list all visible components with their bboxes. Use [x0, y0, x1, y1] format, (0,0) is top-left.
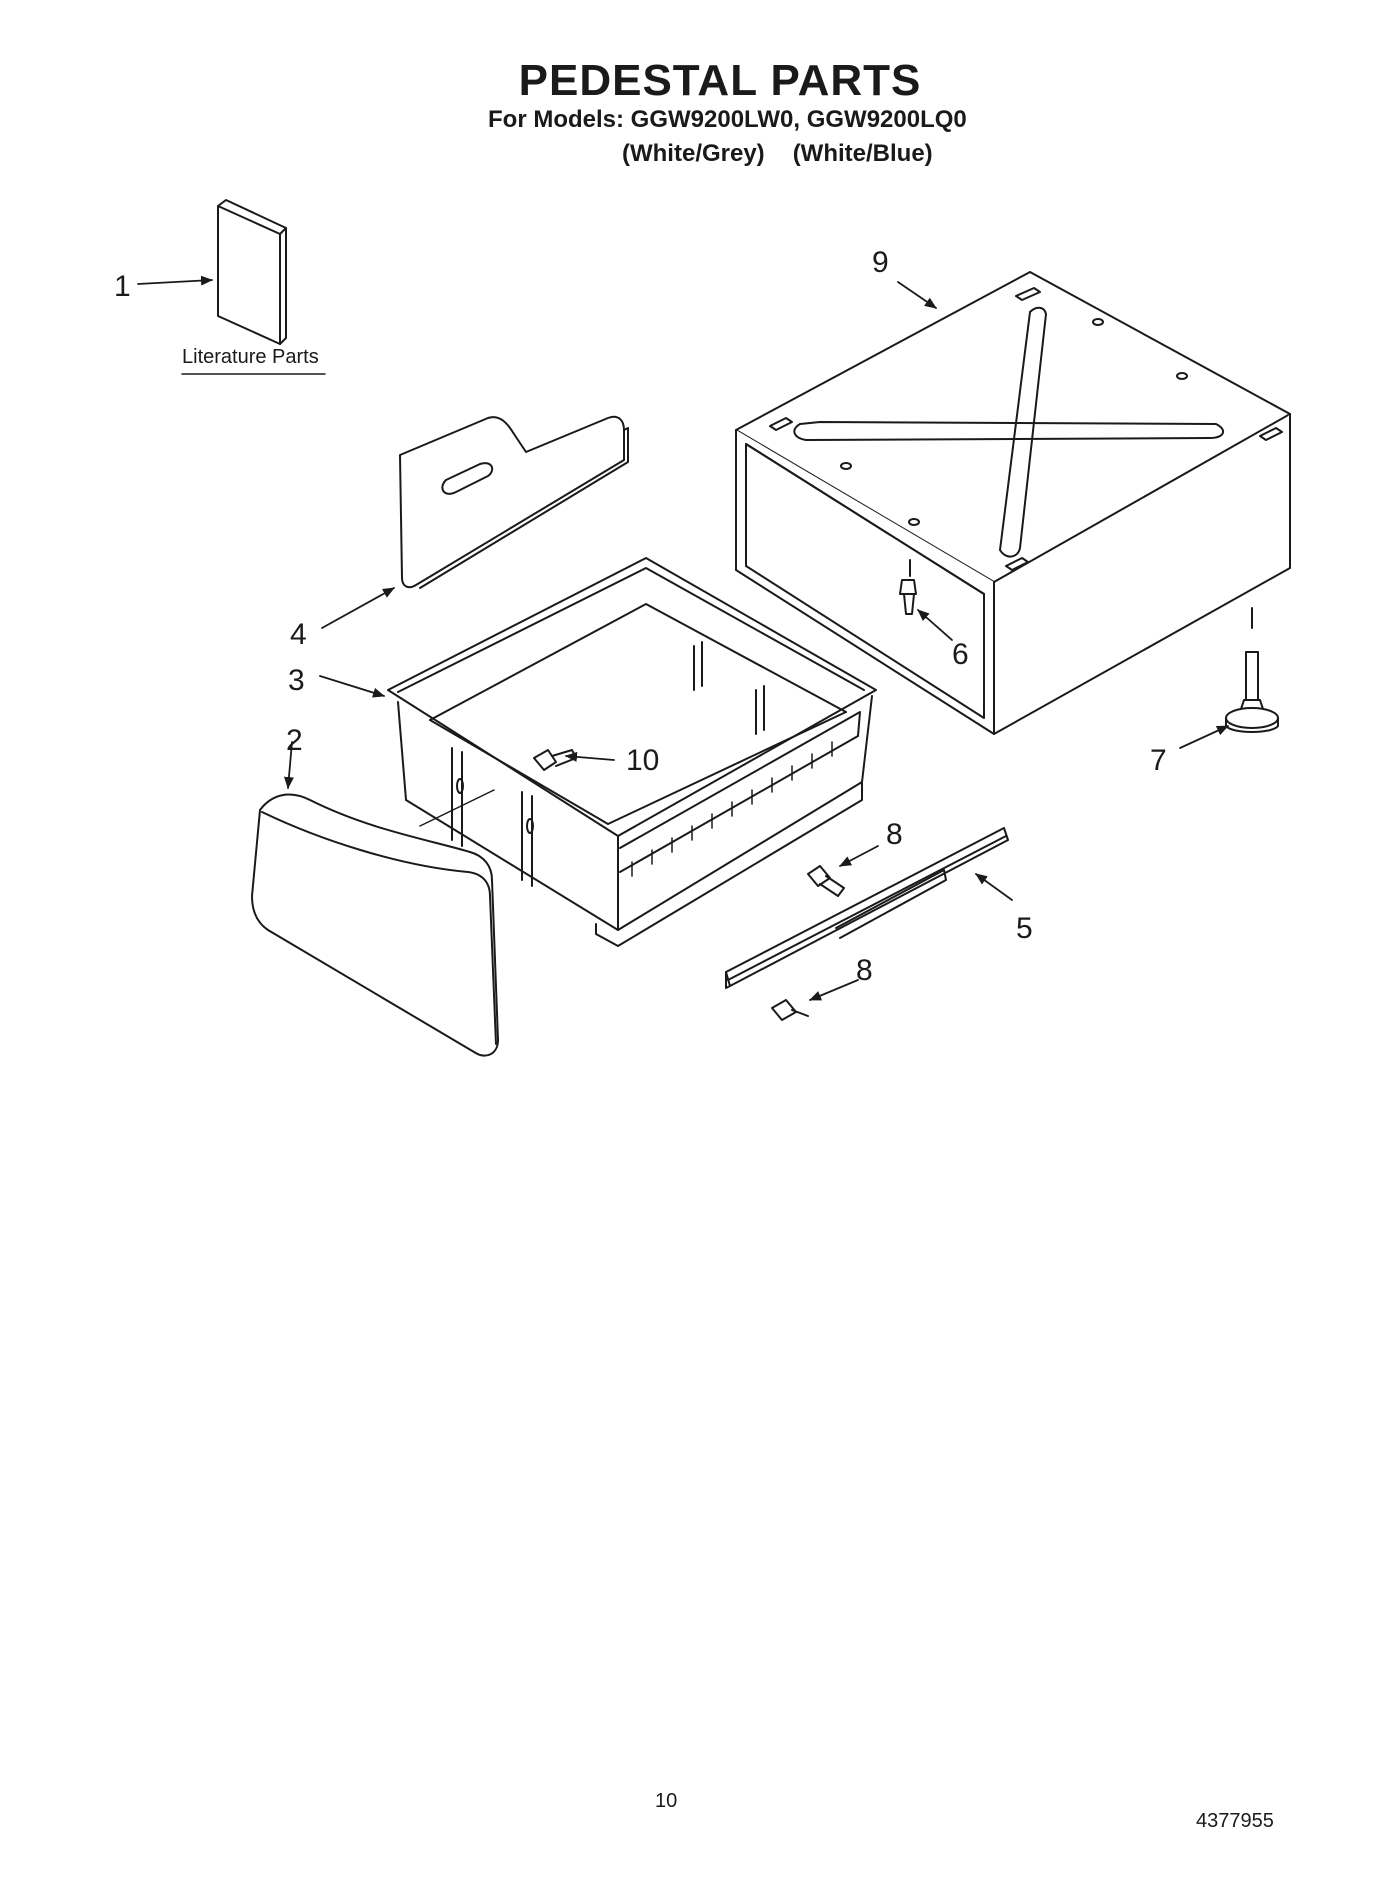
- color-variant-1: (White/Grey): [622, 140, 765, 167]
- callout-5: 5: [1016, 912, 1033, 945]
- callout-3: 3: [288, 664, 305, 697]
- callout-9: 9: [872, 246, 889, 279]
- callout-8-upper: 8: [886, 818, 903, 851]
- part-literature-booklet: [181, 199, 326, 375]
- callout-10: 10: [626, 744, 659, 777]
- part-drawer-front: [251, 793, 499, 1057]
- part-screw-6: [899, 579, 917, 615]
- document-number: 4377955: [1196, 1810, 1274, 1832]
- page-title: PEDESTAL PARTS: [518, 56, 922, 105]
- part-drawer-slide: [725, 827, 1009, 989]
- literature-parts-label: Literature Parts: [182, 346, 319, 368]
- page-number: 10: [655, 1790, 678, 1812]
- callout-8-lower: 8: [856, 954, 873, 987]
- callout-1: 1: [114, 270, 131, 303]
- callout-arrows: [137, 275, 1229, 1001]
- part-pedestal-cabinet: [735, 271, 1291, 735]
- callout-2: 2: [286, 724, 303, 757]
- part-screw-8-lower: [771, 999, 809, 1021]
- callout-4: 4: [290, 618, 307, 651]
- color-variants: (White/Grey) (White/Blue): [622, 140, 933, 168]
- models-line: For Models: GGW9200LW0, GGW9200LQ0: [488, 106, 967, 133]
- callout-7: 7: [1150, 744, 1167, 777]
- part-divider-panel: [399, 415, 629, 589]
- callout-6: 6: [952, 638, 969, 671]
- part-leveling-leg: [1225, 651, 1279, 733]
- part-drawer-basket: [387, 557, 877, 947]
- color-variant-2: (White/Blue): [792, 140, 933, 167]
- part-screw-8-upper: [807, 865, 845, 897]
